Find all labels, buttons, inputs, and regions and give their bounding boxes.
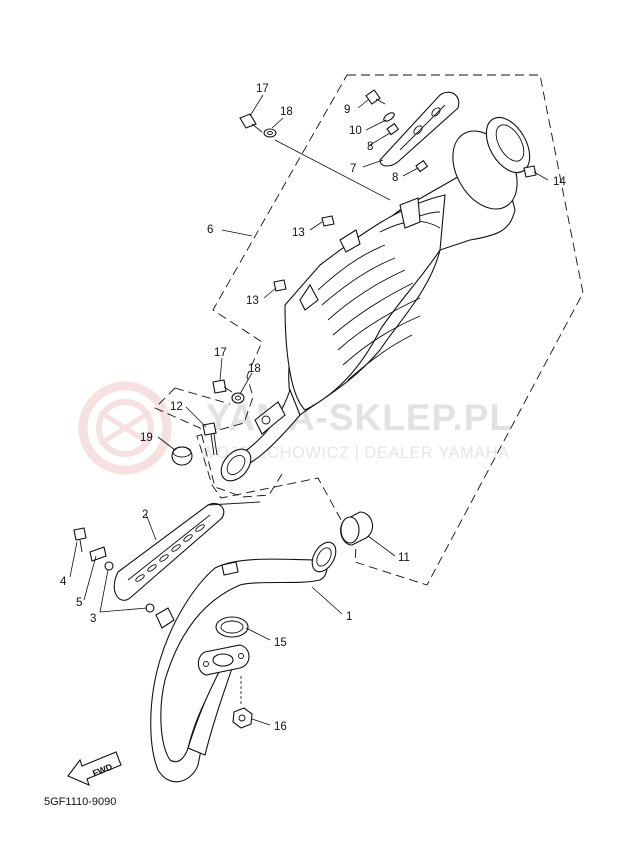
nut-14 [523,165,537,178]
collar-8b [415,159,429,173]
callout-13a: 13 [292,227,305,239]
watermark-title: YAMA-SKLEP.PL [206,397,513,438]
callout-15: 15 [274,637,287,649]
muffler-body [220,116,531,482]
nut-13a [321,215,335,227]
collar-8a [386,122,400,136]
part-code: 5GF1110-9090 [44,796,116,808]
callout-1: 1 [346,611,352,623]
watermark-logo [78,381,172,475]
callout-labels: 17 18 9 10 8 7 8 14 6 13 13 17 18 12 19 … [60,83,566,733]
collar-3a [104,561,114,571]
callout-17-lower: 17 [214,347,227,359]
callout-13b: 13 [246,295,259,307]
fwd-arrow: FWD [67,751,122,786]
callout-4: 4 [60,576,67,588]
gasket-15 [215,616,249,638]
watermark: YAMA-SKLEP.PL WOJCIECHOWICZ | DEALER YAM… [78,381,513,475]
nut-16 [232,676,253,729]
callout-6: 6 [207,224,213,236]
callout-18-top: 18 [280,106,293,118]
callout-5: 5 [76,597,82,609]
washer-5 [89,546,107,562]
bolt-17-lower [212,379,245,404]
callout-12: 12 [170,401,183,413]
callout-10: 10 [349,125,362,137]
bolt-12 [202,422,218,456]
callout-3: 3 [90,613,96,625]
bolt-subgroup-boundary [154,387,283,498]
heat-protector [379,91,460,167]
exhaust-pipe-1 [150,541,337,783]
muffler-assembly-boundary [196,74,584,586]
callout-18-lower: 18 [248,363,261,375]
heat-shield-fins [317,211,441,381]
protector-2 [113,501,261,601]
callout-7: 7 [350,163,356,175]
gasket-11 [340,511,374,546]
callout-11: 11 [398,552,410,564]
callout-8b: 8 [392,172,398,184]
callout-14: 14 [553,176,566,188]
callout-16: 16 [274,721,287,733]
bolt-17-top [239,113,277,138]
grommet-19 [171,446,193,466]
leader-lines [69,94,549,726]
callout-19: 19 [140,432,153,444]
collar-3b [145,603,155,613]
watermark-subtitle: WOJCIECHOWICZ | DEALER YAMAHA [200,444,510,462]
washer-10 [383,112,395,122]
screw-9 [365,89,386,105]
nut-13b [273,279,287,292]
protector-slots [135,524,205,582]
callout-2: 2 [142,509,148,521]
callout-9: 9 [344,104,350,116]
screw-4 [73,527,87,553]
callout-8a: 8 [367,141,373,153]
callout-17-top: 17 [256,83,269,95]
